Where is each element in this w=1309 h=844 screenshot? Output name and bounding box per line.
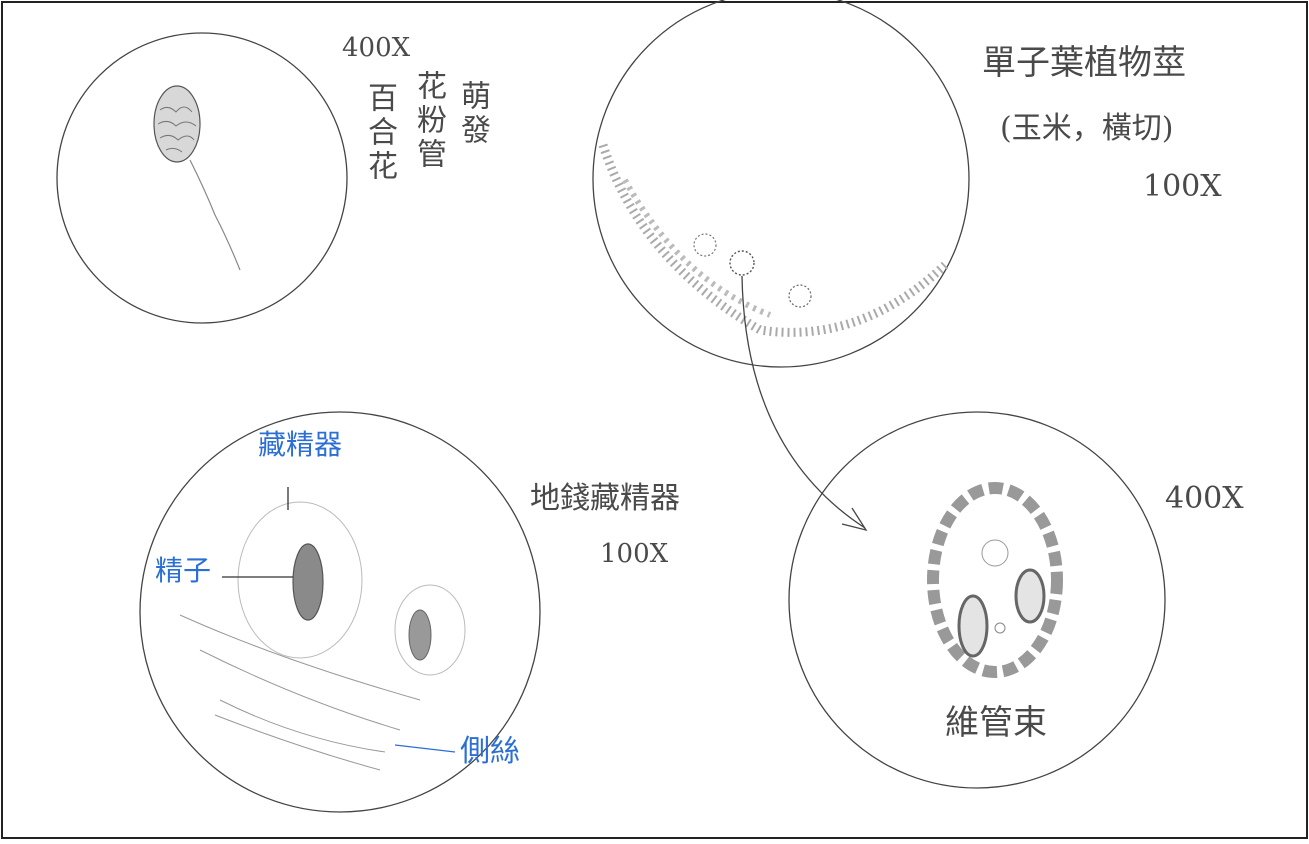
bundle-magnification: 400X: [1165, 481, 1244, 516]
paraphyses-label: 側絲: [460, 734, 520, 769]
lily-label-col-right: 萌發: [455, 80, 490, 148]
antheridium-wall: [237, 501, 363, 659]
monocot-stem-field: [592, 0, 970, 368]
pollen-tube: [189, 159, 241, 271]
metaxylem-vessel-right: [1014, 568, 1046, 624]
stem-cortex-cells: [622, 178, 772, 318]
antheridium-wall: [394, 584, 466, 676]
vascular-bundle-label: 維管束: [945, 703, 1047, 743]
phloem-cell: [981, 539, 1009, 567]
paraphyses-strands: [179, 614, 421, 771]
microscope-field-circle: [56, 32, 348, 324]
vascular-bundle-field: [788, 411, 1166, 789]
microscope-field-circle: [592, 0, 970, 368]
microscope-field-circle: [788, 411, 1166, 789]
stem-epidermis-cells: [598, 143, 949, 337]
lily-label-col-mid: 花粉管: [411, 70, 446, 172]
lily-magnification-label: 400X: [342, 33, 411, 63]
vascular-bundle-small: [788, 284, 812, 308]
stem-title: 單子葉植物莖: [982, 43, 1186, 83]
sperm-mass: [408, 609, 432, 661]
metaxylem-vessel-left: [957, 594, 989, 658]
enlarge-arrow-head: [841, 507, 868, 532]
vascular-bundle-small: [693, 233, 717, 257]
paraphyses-pointer: [394, 744, 456, 753]
antheridium-field: [139, 411, 541, 813]
stem-subtitle: (玉米，橫切): [1000, 111, 1174, 146]
sperm-label: 精子: [155, 554, 212, 587]
vascular-bundle-selected: [729, 250, 755, 276]
pollen-exine-pattern: [157, 106, 197, 153]
antheridium-label: 藏精器: [258, 428, 343, 461]
bundle-sheath-cells: [927, 482, 1063, 678]
protoxylem-cell: [994, 622, 1006, 634]
pollen-grain: [153, 85, 201, 163]
sperm-mass: [292, 543, 324, 621]
enlarge-arrow-line: [741, 275, 866, 529]
microscope-field-circle: [139, 411, 541, 813]
liverwort-title: 地錢藏精器: [530, 481, 680, 516]
lily-label-col-left: 百合花: [362, 82, 397, 184]
stem-magnification: 100X: [1143, 169, 1222, 204]
lily-pollen-field: [56, 32, 348, 324]
liverwort-magnification: 100X: [600, 539, 669, 569]
